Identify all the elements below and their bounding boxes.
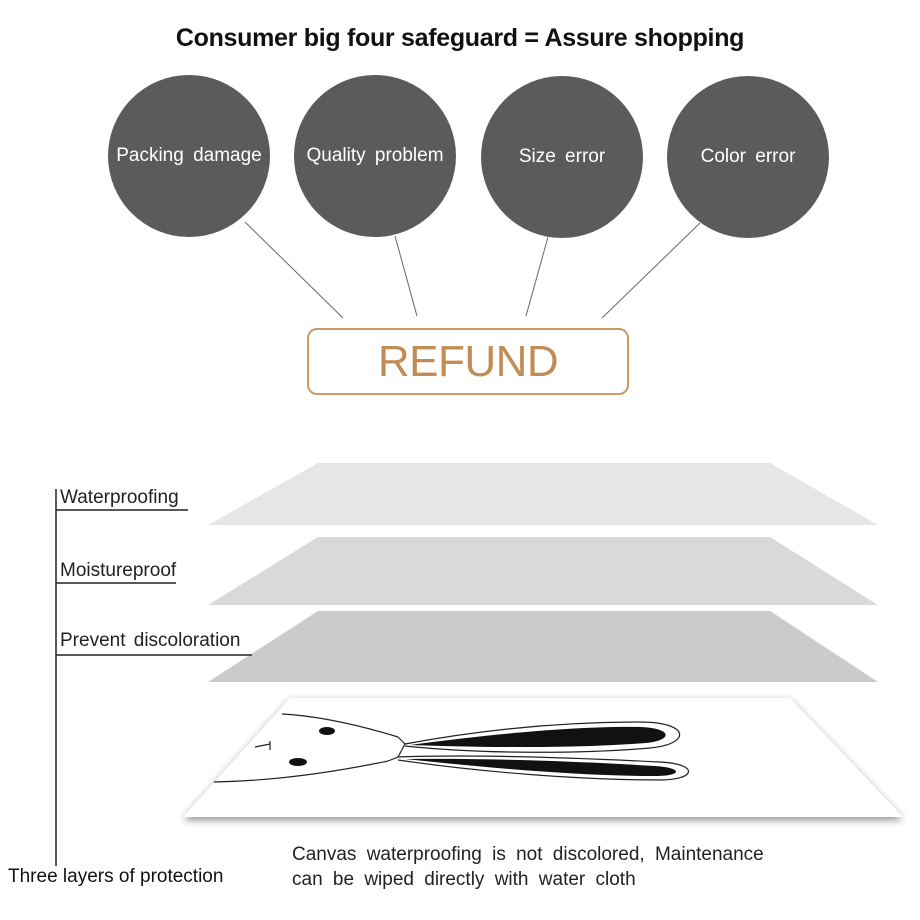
connector-line (244, 221, 344, 319)
layer-discoloration-sheet (208, 611, 878, 682)
layer-label-waterproofing: Waterproofing (60, 487, 179, 508)
bunny-ear-fill (405, 758, 677, 776)
caption-line-1: Canvas waterproofing is not discolored, … (292, 844, 764, 865)
connector-line (394, 235, 418, 317)
refund-label: REFUND (377, 336, 559, 386)
safeguard-circle-quality-problem: Quality problem (294, 75, 456, 237)
page-title: Consumer big four safeguard = Assure sho… (175, 24, 745, 52)
bunny-illustration (213, 713, 690, 783)
bunny-eye (319, 727, 335, 735)
caption-line-2: can be wiped directly with water cloth (292, 869, 636, 890)
safeguard-circle-size-error: Size error (481, 76, 643, 238)
bunny-ear-fill (410, 726, 666, 748)
connector-line (601, 222, 701, 319)
caption: Canvas waterproofing is not discolored, … (292, 842, 764, 892)
connector-line (525, 236, 549, 317)
safeguard-label: Size error (518, 146, 606, 167)
protection-label: Three layers of protection (8, 866, 224, 887)
layer-moistureproof-sheet (208, 537, 878, 605)
layer-label-moistureproof: Moistureproof (60, 560, 177, 581)
safeguard-label: Color error (700, 146, 796, 167)
bunny-eye (289, 758, 307, 766)
refund-box: REFUND (307, 328, 629, 395)
safeguard-circle-packing-damage: Packing damage (108, 75, 270, 237)
layer-waterproofing-sheet (208, 463, 878, 525)
safeguard-label: Packing damage (116, 145, 262, 166)
safeguard-label: Quality problem (306, 145, 444, 166)
layer-label-prevent-discoloration: Prevent discoloration (60, 630, 241, 651)
safeguard-circle-color-error: Color error (667, 76, 829, 238)
